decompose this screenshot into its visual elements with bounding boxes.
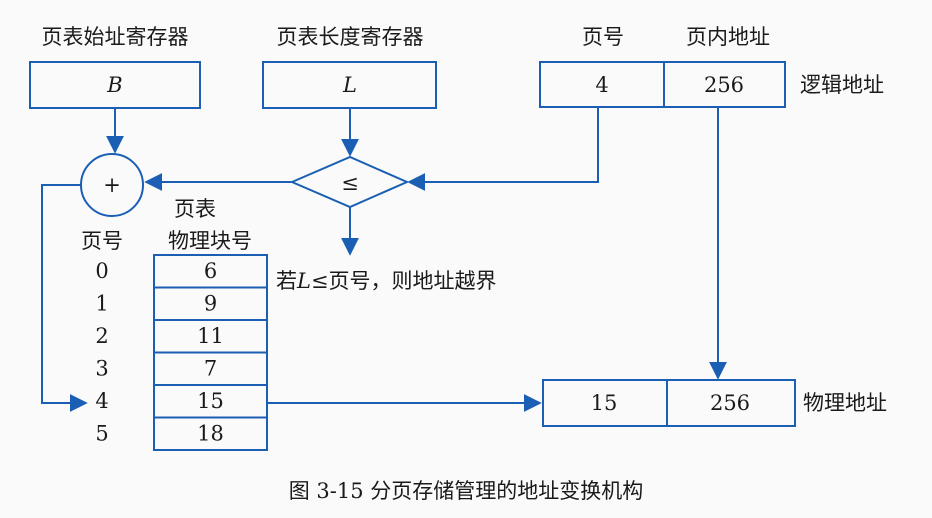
base-register-value: B	[106, 73, 122, 97]
bounds-note: 若L≤页号，则地址越界	[276, 269, 497, 293]
page-table-cell	[153, 416, 268, 451]
physical-offset-value: 256	[710, 391, 750, 415]
length-register-value: L	[342, 73, 357, 97]
compare-symbol: ≤	[341, 171, 359, 195]
frame-number: 9	[204, 292, 217, 316]
frame-number: 7	[204, 357, 217, 381]
page-number: 5	[95, 422, 108, 446]
logical-page-value: 4	[595, 73, 608, 97]
logical-offset-value: 256	[704, 73, 744, 97]
logical-address-box	[539, 61, 786, 108]
physical-address-box	[542, 379, 796, 427]
page-number: 3	[95, 357, 108, 381]
page-number-header: 页号	[582, 25, 624, 49]
frame-number: 18	[197, 422, 224, 446]
figure-caption: 图 3-15 分页存储管理的地址变换机构	[289, 479, 644, 503]
page-number: 4	[95, 389, 108, 413]
frame-column-header: 物理块号	[168, 229, 252, 253]
page-table-base-register-label: 页表始址寄存器	[42, 25, 189, 49]
adder-to-table-arrow	[41, 184, 88, 412]
bounds-note-suffix: ≤页号，则地址越界	[311, 269, 497, 293]
physical-frame-value: 15	[591, 391, 618, 415]
frame-number: 11	[197, 324, 224, 348]
physical-address-label: 物理地址	[803, 391, 887, 415]
page-number: 1	[95, 292, 108, 316]
frame-number: 6	[204, 259, 217, 283]
page-number: 0	[95, 259, 108, 283]
logical-address-label: 逻辑地址	[800, 73, 884, 97]
page-to-compare-arrow	[407, 107, 599, 191]
page-number: 2	[95, 324, 108, 348]
adder-symbol: +	[103, 173, 121, 197]
page-column-header: 页号	[81, 229, 123, 253]
frame-number: 15	[197, 389, 224, 413]
compare-diamond	[289, 155, 410, 209]
page-table-title: 页表	[174, 197, 216, 221]
bounds-note-prefix: 若	[276, 269, 297, 293]
page-table-length-register-label: 页表长度寄存器	[277, 25, 424, 49]
page-offset-header: 页内地址	[686, 25, 770, 49]
bounds-note-var: L	[296, 269, 311, 293]
